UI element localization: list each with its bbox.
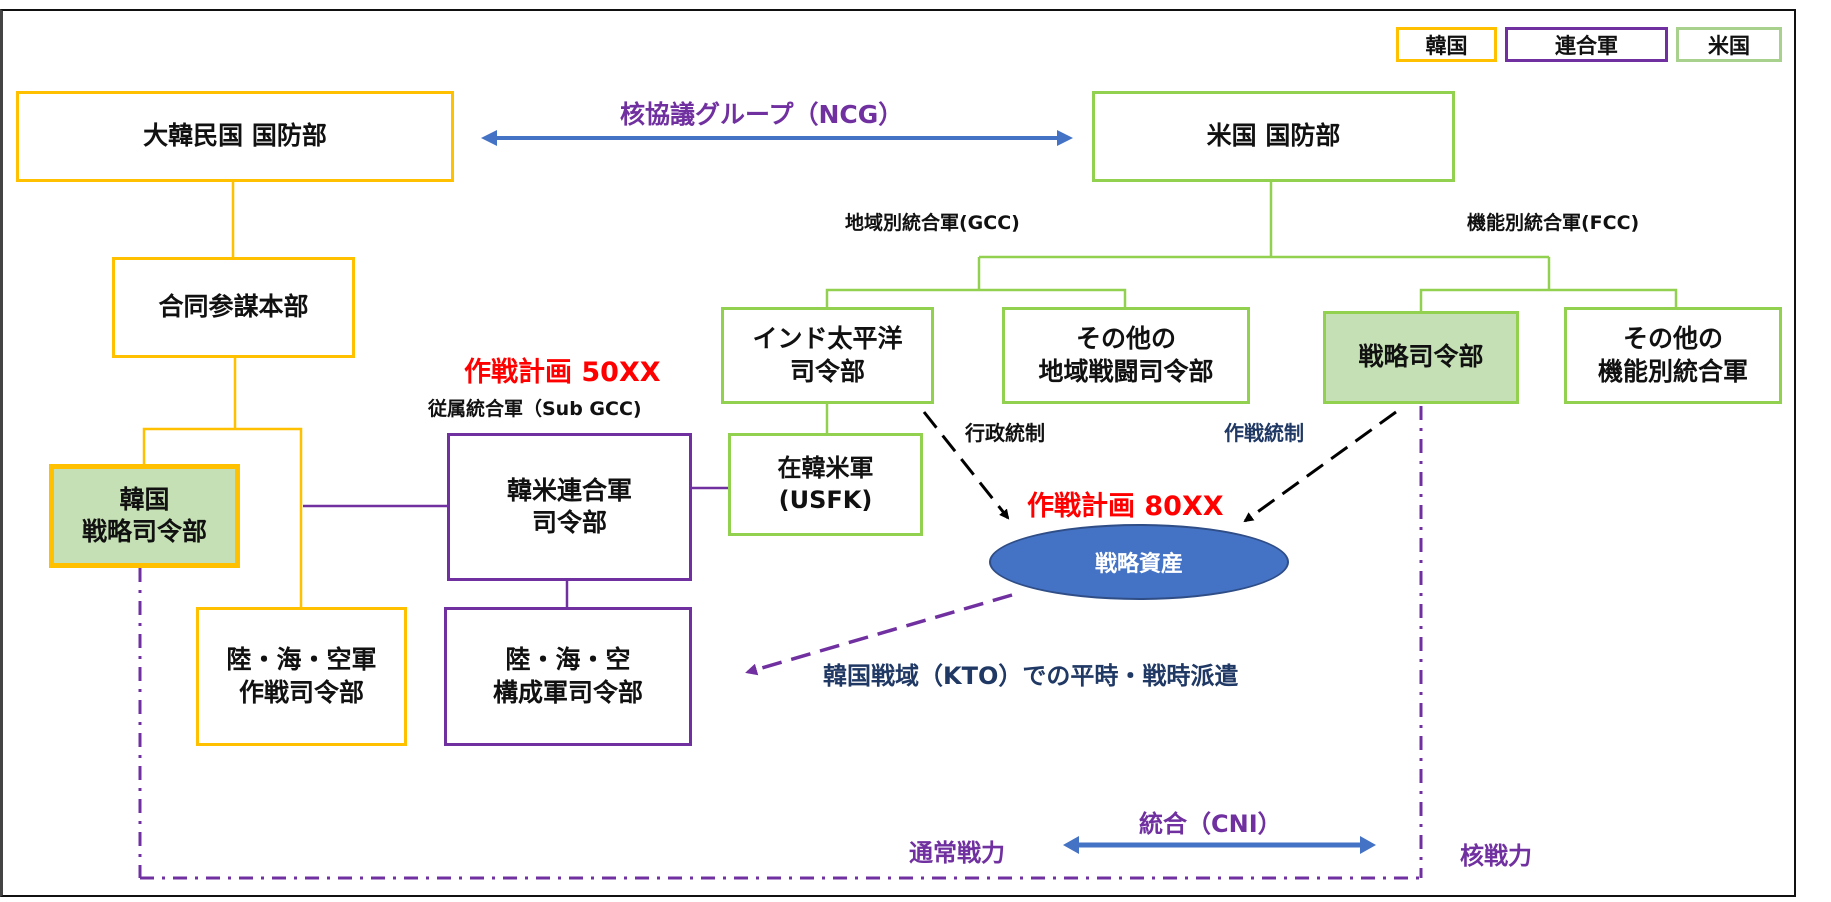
node-component-commands-line2: 構成軍司令部 xyxy=(492,677,643,707)
label-sub-gcc: 従属統合軍（Sub GCC) xyxy=(428,398,642,420)
node-strategic-assets: 戦略資産 xyxy=(989,524,1289,600)
label-conventional-forces: 通常戦力 xyxy=(909,839,1005,867)
node-other-fcc-line1: その他の xyxy=(1622,324,1723,353)
node-cfc-line2: 司令部 xyxy=(531,508,607,537)
kto-deploy-arrow xyxy=(745,593,1013,676)
cni-double-arrow xyxy=(1063,836,1376,854)
node-rok-service-ops-line1: 陸・海・空軍 xyxy=(226,645,377,674)
korea-tree-connectors xyxy=(142,181,303,607)
node-rok-stratcom-line2: 戦略司令部 xyxy=(81,517,207,546)
node-cfc: 韓米連合軍 司令部 xyxy=(447,433,692,581)
node-usfk-line2: (USFK) xyxy=(778,485,873,514)
node-us-dod: 米国 国防部 xyxy=(1092,91,1455,182)
node-other-gcc-line1: その他の xyxy=(1075,324,1176,353)
conventional-forces-boundary xyxy=(138,406,1423,880)
node-other-fcc-line2: 機能別統合軍 xyxy=(1597,356,1748,386)
node-rok-mnd: 大韓民国 国防部 xyxy=(16,91,454,182)
label-kto-deploy: 韓国戦域（KTO）での平時・戦時派遣 xyxy=(823,662,1239,690)
node-usfk: 在韓米軍 (USFK) xyxy=(728,433,923,536)
label-op-control: 作戦統制 xyxy=(1224,421,1304,445)
ncg-double-arrow xyxy=(481,130,1073,146)
node-rok-stratcom-line1: 韓国 xyxy=(119,484,170,514)
node-component-commands: 陸・海・空 構成軍司令部 xyxy=(444,607,692,746)
admin-control-arrow xyxy=(922,411,1010,520)
legend-combined: 連合軍 xyxy=(1505,27,1668,62)
node-cfc-line1: 韓米連合軍 xyxy=(506,475,632,505)
label-oplan-80xx: 作戦計画 80XX xyxy=(1027,491,1224,522)
legend-korea: 韓国 xyxy=(1396,27,1497,62)
node-usfk-line1: 在韓米軍 xyxy=(777,454,874,483)
node-other-gcc: その他の 地域戦闘司令部 xyxy=(1002,307,1250,404)
label-ncg: 核協議グループ（NCG） xyxy=(620,100,904,129)
node-indopacom-line1: インド太平洋 xyxy=(752,324,903,353)
label-gcc: 地域別統合軍(GCC) xyxy=(845,212,1020,234)
node-rok-stratcom: 韓国 戦略司令部 xyxy=(49,464,240,568)
node-component-commands-line1: 陸・海・空 xyxy=(505,645,631,674)
op-control-arrow xyxy=(1243,410,1397,523)
label-oplan-50xx: 作戦計画 50XX xyxy=(464,357,661,388)
node-indopacom-line2: 司令部 xyxy=(789,356,865,386)
label-admin-control: 行政統制 xyxy=(965,421,1045,445)
node-us-stratcom: 戦略司令部 xyxy=(1323,311,1519,404)
legend-us: 米国 xyxy=(1676,27,1782,62)
node-other-fcc: その他の 機能別統合軍 xyxy=(1564,307,1782,404)
node-rok-jcs: 合同参謀本部 xyxy=(112,257,355,358)
combined-connectors xyxy=(303,486,728,607)
label-cni: 統合（CNI） xyxy=(1139,810,1282,838)
label-fcc: 機能別統合軍(FCC) xyxy=(1467,212,1640,234)
node-indopacom: インド太平洋 司令部 xyxy=(721,307,934,404)
node-rok-service-ops-line2: 作戦司令部 xyxy=(238,677,364,707)
node-other-gcc-line2: 地域戦闘司令部 xyxy=(1038,356,1214,386)
label-nuclear-forces: 核戦力 xyxy=(1460,842,1532,870)
node-rok-service-ops: 陸・海・空軍 作戦司令部 xyxy=(196,607,407,746)
diagram-frame xyxy=(0,9,1796,897)
us-tree-connectors xyxy=(825,181,1678,433)
